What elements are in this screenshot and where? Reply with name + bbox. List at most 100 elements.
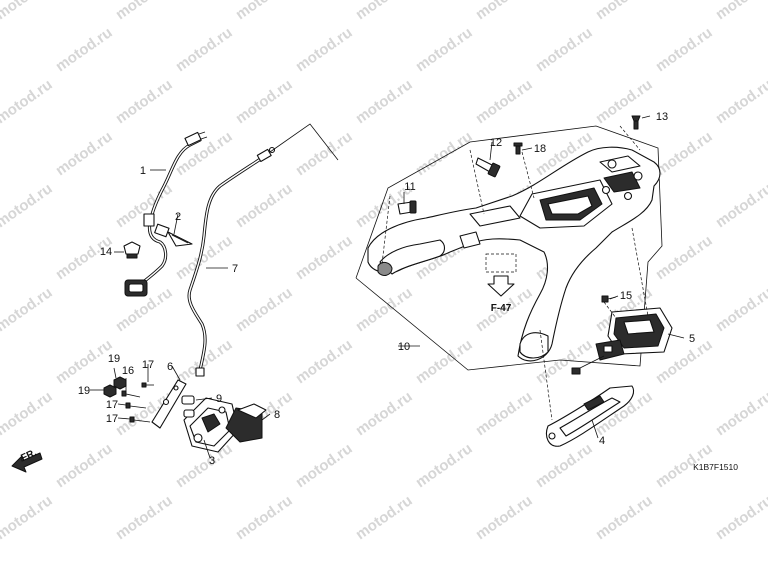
watermark-text: motod.ru bbox=[353, 492, 416, 543]
callout-11: 11 bbox=[404, 181, 415, 193]
watermark-text: motod.ru bbox=[53, 336, 116, 387]
watermark-text: motod.ru bbox=[713, 284, 768, 335]
rear-carrier-group bbox=[269, 115, 673, 447]
bolt-18 bbox=[513, 142, 523, 155]
watermark-text: motod.ru bbox=[113, 76, 176, 127]
watermark-text: motod.ru bbox=[53, 128, 116, 179]
watermark-text: motod.ru bbox=[233, 0, 296, 23]
callout-17-a: 17 bbox=[142, 359, 154, 371]
callout-15: 15 bbox=[620, 290, 632, 302]
bolt-15 bbox=[601, 295, 617, 303]
tie-band-2 bbox=[167, 231, 193, 247]
callout-19-b: 19 bbox=[78, 385, 90, 397]
watermark-text: motod.ru bbox=[53, 24, 116, 75]
watermark-text: motod.ru bbox=[533, 440, 596, 491]
reference-box bbox=[485, 253, 517, 297]
lock-cover-8 bbox=[225, 403, 267, 443]
watermark-text: motod.ru bbox=[0, 0, 56, 23]
watermark-text: motod.ru bbox=[173, 24, 236, 75]
callout-3: 3 bbox=[209, 455, 215, 467]
lock-wiring-group bbox=[11, 131, 276, 473]
callout-9: 9 bbox=[216, 393, 222, 405]
watermark-text: motod.ru bbox=[653, 128, 716, 179]
watermark-text: motod.ru bbox=[293, 336, 356, 387]
reference-label: F-47 bbox=[491, 303, 512, 314]
watermark-text: motod.ru bbox=[473, 388, 536, 439]
callout-13: 13 bbox=[656, 111, 668, 123]
watermark-text: motod.ru bbox=[53, 440, 116, 491]
callout-12: 12 bbox=[490, 137, 502, 149]
callout-19-a: 19 bbox=[108, 353, 120, 365]
watermark-text: motod.ru bbox=[0, 76, 56, 127]
leader-lines bbox=[90, 115, 685, 459]
watermark-text: motod.ru bbox=[413, 128, 476, 179]
watermark-text: motod.ru bbox=[713, 492, 768, 543]
watermark-text: motod.ru bbox=[473, 492, 536, 543]
watermark-text: motod.ru bbox=[113, 0, 176, 23]
bolt-13 bbox=[631, 115, 641, 130]
watermark-text: motod.ru bbox=[353, 284, 416, 335]
watermark-text: motod.ru bbox=[293, 128, 356, 179]
watermark-text: motod.ru bbox=[353, 0, 416, 23]
watermark-text: motod.ru bbox=[113, 492, 176, 543]
watermark-text: motod.ru bbox=[413, 336, 476, 387]
watermark-text: motod.ru bbox=[0, 388, 56, 439]
callout-5: 5 bbox=[689, 333, 695, 345]
wire-connector bbox=[124, 279, 148, 297]
watermark-text: motod.ru bbox=[293, 440, 356, 491]
callout-16: 16 bbox=[122, 365, 134, 377]
callout-14: 14 bbox=[100, 246, 112, 258]
watermark-text: motod.ru bbox=[293, 232, 356, 283]
watermark-text: motod.ru bbox=[593, 492, 656, 543]
callout-4: 4 bbox=[599, 435, 605, 447]
bolt-12 bbox=[475, 157, 501, 178]
fasteners-left bbox=[103, 376, 154, 423]
watermark-text: motod.ru bbox=[713, 388, 768, 439]
seat-lock-assembly bbox=[183, 397, 239, 453]
callout-10: 10 bbox=[398, 341, 410, 353]
watermark-text: motod.ru bbox=[713, 76, 768, 127]
watermark-text: motod.ru bbox=[473, 76, 536, 127]
watermark-text: motod.ru bbox=[713, 180, 768, 231]
tail-cover-4 bbox=[545, 385, 635, 447]
lock-bracket-6 bbox=[151, 379, 187, 429]
watermark-text: motod.ru bbox=[593, 0, 656, 23]
watermark-text: motod.ru bbox=[593, 76, 656, 127]
watermark-text: motod.ru bbox=[713, 0, 768, 23]
watermark-text: motod.ru bbox=[233, 284, 296, 335]
watermark-text: motod.ru bbox=[653, 24, 716, 75]
watermark-text: motod.ru bbox=[473, 0, 536, 23]
watermark-text: motod.ru bbox=[413, 24, 476, 75]
callout-1: 1 bbox=[140, 165, 146, 177]
watermark-text: motod.ru bbox=[353, 388, 416, 439]
watermark-text: motod.ru bbox=[233, 492, 296, 543]
watermark-text: motod.ru bbox=[233, 76, 296, 127]
wire-harness bbox=[136, 131, 208, 288]
tail-bracket-5 bbox=[571, 307, 673, 375]
grab-rail-10 bbox=[367, 146, 661, 362]
watermark-text: motod.ru bbox=[353, 76, 416, 127]
callout-18: 18 bbox=[534, 143, 546, 155]
callout-17-b: 17 bbox=[106, 399, 118, 411]
watermark-text: motod.ru bbox=[293, 24, 356, 75]
collar-9 bbox=[181, 395, 195, 418]
wire-clip-14 bbox=[123, 241, 141, 259]
callout-7: 7 bbox=[232, 263, 238, 275]
watermark-text: motod.ru bbox=[0, 180, 56, 231]
watermark-text: motod.ru bbox=[233, 180, 296, 231]
diagram-code: K1B7F1510 bbox=[693, 462, 738, 472]
watermark-text: motod.ru bbox=[0, 492, 56, 543]
seat-lock-cable bbox=[187, 146, 276, 377]
callout-6: 6 bbox=[167, 361, 173, 373]
watermark-text: motod.ru bbox=[0, 284, 56, 335]
watermark-text: motod.ru bbox=[413, 440, 476, 491]
callout-8: 8 bbox=[274, 409, 280, 421]
front-direction-arrow bbox=[11, 452, 43, 473]
callout-17-c: 17 bbox=[106, 413, 118, 425]
watermark-text: motod.ru bbox=[533, 24, 596, 75]
callout-labels: 1 2 3 4 5 6 7 8 9 10 11 12 13 14 15 16 1… bbox=[19, 111, 738, 472]
bolt-11 bbox=[397, 200, 417, 215]
callout-2: 2 bbox=[175, 211, 181, 223]
